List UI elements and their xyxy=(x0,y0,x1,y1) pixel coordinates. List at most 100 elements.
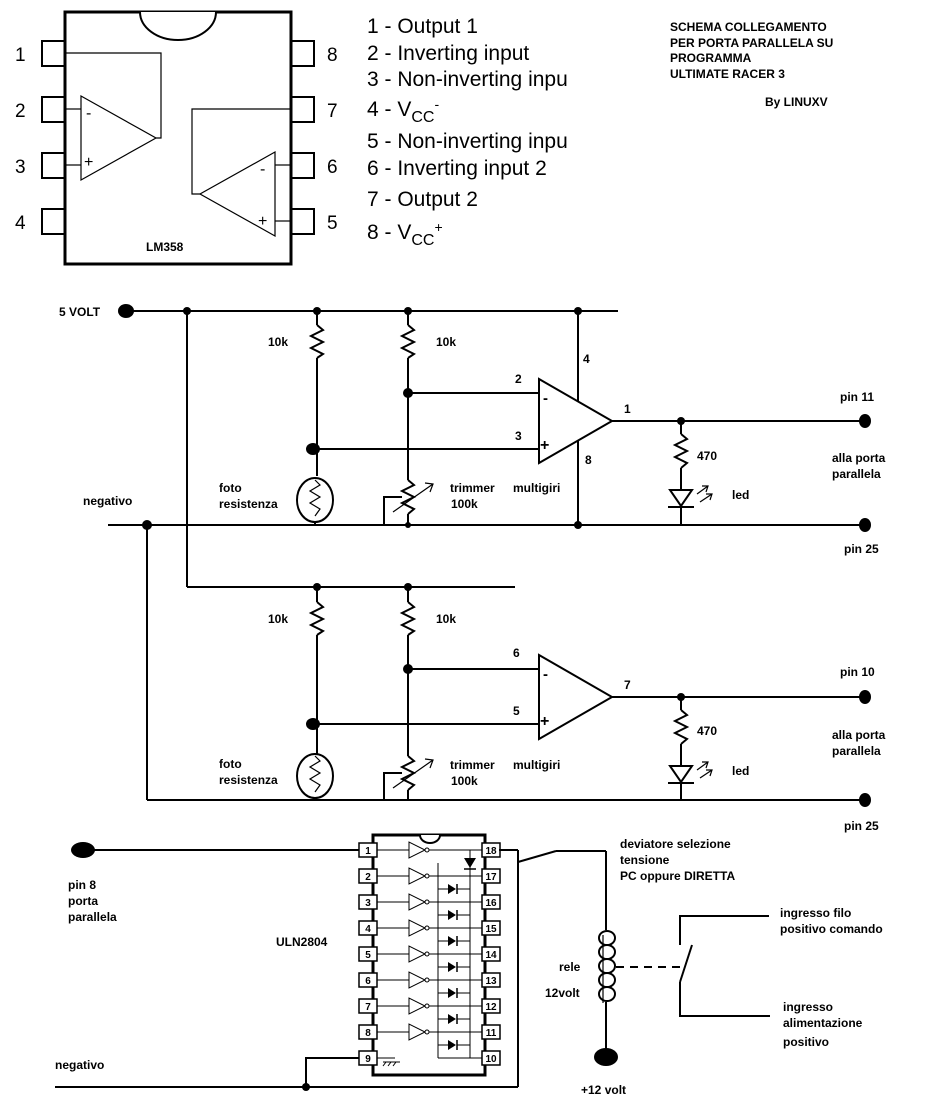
pin-25-terminal xyxy=(859,793,871,807)
lm358-pin-4 xyxy=(41,208,66,235)
opamp-plus-sign: + xyxy=(84,154,93,171)
uln-pin-number: 14 xyxy=(485,950,497,961)
destination-label-2: parallela xyxy=(832,744,881,758)
uln-pin-number: 17 xyxy=(485,872,497,883)
photoresistor-label-1: foto xyxy=(219,757,242,771)
lm358-pin-8 xyxy=(290,40,315,67)
input-wire-label-1: ingresso filo xyxy=(780,906,851,920)
lm358-name: LM358 xyxy=(146,240,184,254)
lm358-pinout: 1 2 3 4 5 6 7 8 - + - + LM358 xyxy=(15,10,338,266)
uln-pin-number: 10 xyxy=(485,1054,497,1065)
output-pin-label: pin 11 xyxy=(840,390,874,404)
lm358-opamp-1 xyxy=(80,94,158,182)
uln-pin-number: 9 xyxy=(365,1054,371,1065)
led-resistor-470 xyxy=(672,709,690,745)
trimmer-label: trimmer xyxy=(450,758,495,772)
destination-label-1: alla porta xyxy=(832,728,886,742)
input-label-2: porta xyxy=(68,894,98,908)
lm358-wire xyxy=(65,52,162,139)
ground-pin-label: pin 25 xyxy=(844,542,879,556)
opamp-plus-sign: + xyxy=(258,213,267,230)
opamp-pin-label: 2 xyxy=(515,372,522,386)
trimmer-potentiometer xyxy=(399,479,417,515)
opamp-minus-sign: - xyxy=(543,666,548,683)
uln-pin-number: 12 xyxy=(485,1002,497,1013)
pin-desc-8: 8 - VCC+ xyxy=(367,219,443,249)
uln2804-name: ULN2804 xyxy=(276,935,328,949)
uln-pin-number: 11 xyxy=(486,1028,497,1039)
opamp-pin-label: 6 xyxy=(513,646,520,660)
uln-pin-number: 1 xyxy=(365,846,371,857)
lm358-pin-number: 3 xyxy=(15,157,26,178)
lm358-pin-number: 8 xyxy=(327,45,338,66)
pin-desc-1: 1 - Output 1 xyxy=(367,15,478,38)
opamp-pin-label: 4 xyxy=(583,352,590,366)
ground-label: negativo xyxy=(83,494,132,508)
uln-common-diode xyxy=(464,858,476,868)
lm358-pin-2 xyxy=(41,96,66,123)
lm358-pin-3 xyxy=(41,152,66,179)
uln-clamp-diode xyxy=(448,936,456,946)
pin-desc-2: 2 - Inverting input xyxy=(367,42,529,65)
multigiri-label: multigiri xyxy=(513,758,560,772)
lm358-pin-number: 5 xyxy=(327,213,338,234)
sensor-stage-1: 5 VOLT 10k 10k foto resistenza xyxy=(59,304,886,587)
lm358-opamp-2 xyxy=(198,150,276,238)
plus-12v-terminal xyxy=(594,1048,618,1066)
led-resistor-470 xyxy=(672,433,690,469)
lm358-pin-number: 1 xyxy=(15,45,26,66)
uln-pin-number: 15 xyxy=(485,924,497,935)
lm358-pin-number: 6 xyxy=(327,157,338,178)
ground-label: negativo xyxy=(55,1058,104,1072)
lm358-pin-1 xyxy=(41,40,66,67)
lm358-body xyxy=(63,10,293,266)
trimmer-label: trimmer xyxy=(450,481,495,495)
opamp-1 xyxy=(538,377,615,465)
lm358-pin-number: 7 xyxy=(327,101,338,122)
title-line-4: ULTIMATE RACER 3 xyxy=(670,67,785,81)
uln-pin-number: 16 xyxy=(485,898,497,909)
input-wire-label-2: positivo comando xyxy=(780,922,883,936)
title-block: SCHEMA COLLEGAMENTO PER PORTA PARALLELA … xyxy=(670,20,833,109)
pin-desc-3: 3 - Non-inverting inpu xyxy=(367,68,568,91)
pin-desc-7: 7 - Output 2 xyxy=(367,188,478,211)
pin-desc-4: 4 - VCC- xyxy=(367,96,439,126)
opamp-plus-sign: + xyxy=(540,437,549,454)
opamp-minus-sign: - xyxy=(86,105,91,122)
opamp-pin-label: 8 xyxy=(585,453,592,467)
uln-pin-number: 5 xyxy=(365,950,371,961)
lm358-pin-list: 1 - Output 1 2 - Inverting input 3 - Non… xyxy=(367,15,568,249)
opamp-minus-sign: - xyxy=(543,390,548,407)
uln-pin-number: 6 xyxy=(365,976,371,987)
resistor-label: 10k xyxy=(436,612,456,626)
relay-voltage-label: 12volt xyxy=(545,986,580,1000)
switch-label-3: PC oppure DIRETTA xyxy=(620,869,735,883)
resistor-10k xyxy=(308,324,326,359)
photoresistor-label-2: resistenza xyxy=(219,497,278,511)
lm358-pin-7 xyxy=(290,96,315,123)
opamp-pin-label: 5 xyxy=(513,704,520,718)
switch-label-1: deviatore selezione xyxy=(620,837,731,851)
led-resistor-label: 470 xyxy=(697,449,717,463)
title-line-1: SCHEMA COLLEGAMENTO xyxy=(670,20,827,34)
lm358-notch xyxy=(139,11,217,41)
opamp-2 xyxy=(538,653,615,741)
uln-clamp-diode xyxy=(448,1040,456,1050)
destination-label-1: alla porta xyxy=(832,451,886,465)
resistor-10k xyxy=(399,324,417,359)
uln-clamp-diode xyxy=(448,1014,456,1024)
uln-clamp-diode xyxy=(448,962,456,972)
opamp-plus-sign: + xyxy=(540,713,549,730)
opamp-pin-label: 7 xyxy=(624,678,631,692)
input-label-1: pin 8 xyxy=(68,878,96,892)
pin-desc-5: 5 - Non-inverting inpu xyxy=(367,130,568,153)
selector-switch xyxy=(517,850,557,863)
led-label: led xyxy=(732,488,749,502)
title-line-2: PER PORTA PARALLELA SU xyxy=(670,36,833,50)
lm358-pin-number: 4 xyxy=(15,213,26,234)
photoresistor-label-1: foto xyxy=(219,481,242,495)
relay-section: deviatore selezione tensione PC oppure D… xyxy=(517,837,883,1097)
uln-pin-number: 2 xyxy=(365,872,371,883)
